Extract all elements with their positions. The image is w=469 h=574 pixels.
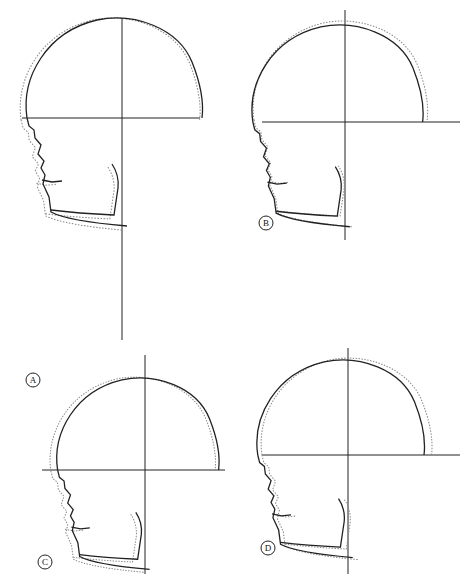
horizontal-axis (262, 122, 460, 123)
skull-tracing (38, 355, 225, 574)
horizontal-axis (22, 118, 200, 119)
mandible-outline (267, 167, 341, 216)
earlier-tracing (57, 378, 219, 569)
mandible-outline (36, 167, 114, 219)
panel-letter: C (42, 558, 48, 567)
facial-profile (253, 122, 350, 227)
skull-tracing (20, 18, 202, 387)
mandible-outline (272, 499, 344, 547)
earlier-tracing (26, 18, 202, 226)
letter-circle (26, 373, 40, 387)
cranium-outline (257, 360, 425, 455)
panel-letter: B (263, 219, 269, 228)
skull-tracing (252, 10, 460, 240)
later-tracing (253, 21, 428, 227)
later-tracing (50, 377, 216, 572)
cranium-outline (50, 377, 216, 471)
cranium-outline (26, 18, 202, 118)
letter-circle (38, 555, 52, 569)
earlier-tracing (257, 360, 425, 558)
panel-letter: D (265, 544, 272, 553)
facial-profile (27, 118, 127, 226)
earlier-tracing (252, 25, 423, 227)
skull-tracing (257, 348, 460, 574)
facial-profile (21, 120, 123, 230)
cranium-outline (261, 358, 432, 455)
vertical-axis (145, 355, 146, 574)
cranium-outline (252, 25, 423, 122)
cranium-outline (253, 21, 428, 120)
horizontal-axis (262, 455, 460, 456)
vertical-axis (122, 18, 123, 340)
vertical-axis (345, 10, 346, 240)
mandible-outline (269, 166, 344, 216)
cranium-outline (57, 378, 219, 470)
panel-letter: A (30, 376, 37, 385)
letter-circle (259, 216, 273, 230)
mandible-outline (71, 512, 141, 559)
mandible-outline (276, 500, 350, 549)
facial-profile (262, 455, 359, 560)
facial-profile (58, 470, 150, 569)
facial-profile (258, 455, 353, 558)
letter-circle (261, 541, 275, 555)
mandible-outline (42, 164, 118, 215)
cranium-outline (20, 18, 200, 120)
horizontal-axis (42, 470, 225, 471)
